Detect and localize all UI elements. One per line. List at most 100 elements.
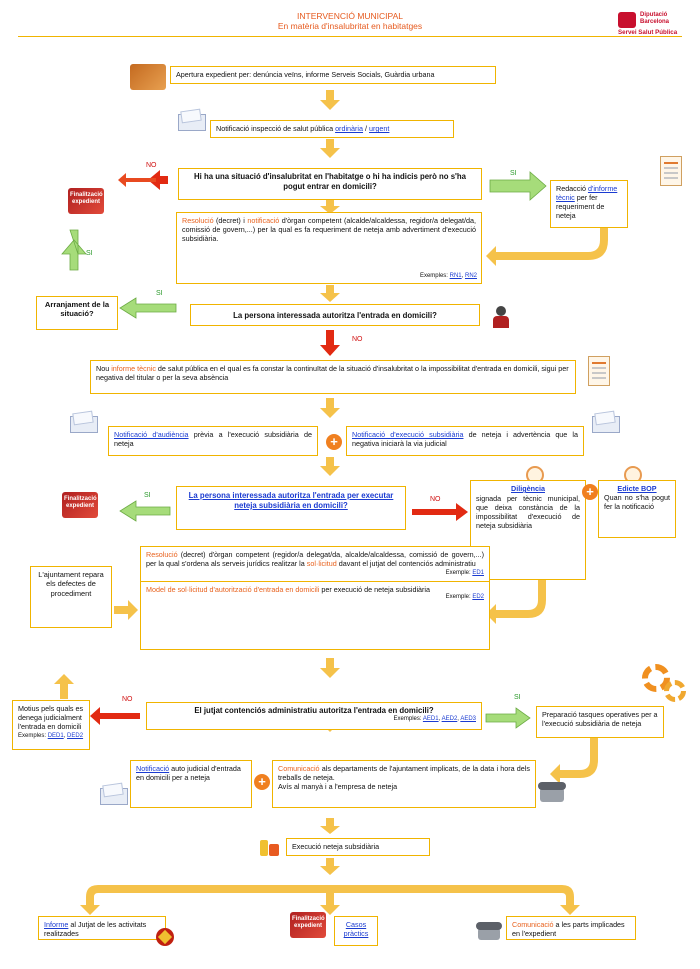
header-divider <box>18 36 682 37</box>
link-diligencia[interactable]: Diligència <box>511 484 545 493</box>
examples-label-1: Exemples: <box>419 272 450 279</box>
arranjament-text: Arranjament de la situació? <box>44 300 110 319</box>
edicte-text: Quan no s'ha pogut fer la notificació <box>604 493 670 511</box>
resolucio2-examples: Exemple: ED1 <box>146 570 484 578</box>
model-word: Model de sol·licitud d'autorització d'en… <box>146 584 320 594</box>
link-notificacio-execucio-subsidiaria[interactable]: Notificació d'execució subsidiària <box>352 430 464 439</box>
label-si-3: SI <box>156 290 163 297</box>
resolucio-rest: d'òrgan competent (alcalde/alcaldessa, r… <box>182 216 476 243</box>
link-urgent[interactable]: urgent <box>369 124 390 133</box>
comunicacio-word-1: Comunicació <box>278 764 320 773</box>
ex-label-aed: Exemples: <box>393 715 423 722</box>
question-jutjat-text: El jutjat contenciós administratiu autor… <box>194 706 434 715</box>
link-question-autoritza-neteja[interactable]: La persona interessada autoritza l'entra… <box>188 491 394 510</box>
link-informe-tecnic-1[interactable]: d'informe tècnic <box>556 184 618 202</box>
resolucio-examples: Exemples: RN1, RN2 <box>420 273 477 281</box>
diputacio-logo: Diputació Barcelona Servei Salut Pública <box>618 12 696 36</box>
question-insalubritat-text: Hi ha una situació d'insalubritat en l'h… <box>194 172 466 191</box>
title-sub: En matèria d'insalubritat en habitatges <box>277 20 423 31</box>
edicte-bop-box: Edicte BOP Quan no s'ha pogut fer la not… <box>598 480 676 538</box>
label-si-4: SI <box>144 492 151 499</box>
link-informe-jutjat[interactable]: Informe <box>44 920 69 929</box>
ex-sep-1: , <box>461 272 465 279</box>
telephone-icon <box>538 778 568 804</box>
preparacio-tasques: Preparació tasques operatives per a l'ex… <box>536 706 664 738</box>
link-rn2[interactable]: RN2 <box>464 272 477 279</box>
link-ed1[interactable]: ED1 <box>472 570 484 576</box>
question-jutjat-autoritza: El jutjat contenciós administratiu autor… <box>146 702 482 730</box>
jutjat-examples: Exemples: AED1, AED2, AED3 <box>152 716 476 724</box>
document-icon-1 <box>658 156 684 188</box>
sollicitud-word: sol·licitud <box>306 559 337 568</box>
resolucio-requeriment: Resolució (decret) i notificació d'òrgan… <box>176 212 482 284</box>
arranjament-situacio: Arranjament de la situació? <box>36 296 118 330</box>
link-edicte-bop[interactable]: Edicte BOP <box>617 484 657 493</box>
link-ded1[interactable]: DED1 <box>47 733 64 739</box>
redaccio-suffix: per fer requeriment de neteja <box>556 193 605 220</box>
nou-informe-rest: de salut pública en el qual es fa consta… <box>96 364 569 382</box>
link-notificacio-audiencia[interactable]: Notificació d'audiència <box>114 430 189 439</box>
label-no-1: NO <box>146 162 157 169</box>
plus-icon-3: + <box>254 774 270 790</box>
logo-line1: Diputació <box>640 12 668 18</box>
motius-denegacio: Motius pels quals es denega judicialment… <box>12 700 90 750</box>
ex-sep-ded: , <box>63 733 68 739</box>
folder-open-icon <box>128 58 168 92</box>
label-si-1: SI <box>510 170 517 177</box>
nou-prefix: Nou <box>96 364 112 373</box>
finalitzacio-label-2: Finalització expedient <box>64 496 97 509</box>
link-separator: / <box>363 124 370 133</box>
question-insalubritat: Hi ha una situació d'insalubritat en l'h… <box>178 168 482 200</box>
resolucio-sollicitud-group: Resolució (decret) d'òrgan competent (re… <box>140 546 490 650</box>
link-aed3[interactable]: AED3 <box>460 715 476 722</box>
nou-informe-tecnic: Nou informe tècnic de salut pública en e… <box>90 360 576 394</box>
motius-text: Motius pels quals es denega judicialment… <box>18 704 84 731</box>
notificacio-audiencia: Notificació d'audiència prèvia a l'execu… <box>108 426 318 456</box>
link-casos-practics[interactable]: Casos pràctics <box>343 920 369 938</box>
casos-practics: Casos pràctics <box>334 916 378 946</box>
cleaning-products-icon <box>258 836 282 858</box>
resolucio2-rest: (decret) d'òrgan competent (regidor/a de… <box>146 550 484 568</box>
divider <box>141 580 489 582</box>
execucio-neteja: Execució neteja subsidiària <box>286 838 430 856</box>
envelope-icon <box>178 108 208 132</box>
envelope-icon-2 <box>70 410 100 434</box>
finalitzacio-label-3: Finalització expedient <box>292 916 325 929</box>
notif-auto-rest: auto judicial d'entrada en domicili per … <box>136 764 241 782</box>
link-notificacio-auto[interactable]: Notificació <box>136 764 170 773</box>
gears-icon <box>640 660 688 704</box>
link-ed2[interactable]: ED2 <box>472 593 484 600</box>
resolucio-word: Resolució <box>182 216 214 225</box>
link-ordinaria[interactable]: ordinària <box>335 124 364 133</box>
notificacio-word: notificació <box>247 216 280 225</box>
finalitzacio-expedient-icon-2: Finalització expedient <box>60 486 100 520</box>
label-si-2: SI <box>86 250 93 257</box>
step-apertura-expedient: Apertura expedient per: denúncia veïns, … <box>170 66 496 84</box>
model-examples: Exemple: ED2 <box>146 594 484 602</box>
ajuntament-repara: L'ajuntament repara els defectes de proc… <box>30 566 112 628</box>
redaccio-prefix: Redacció <box>556 184 588 193</box>
step-apertura-text: Apertura expedient per: denúncia veïns, … <box>176 70 435 79</box>
execucio-text: Execució neteja subsidiària <box>292 842 380 851</box>
resolucio-mid: (decret) i <box>213 216 248 225</box>
link-rn1[interactable]: RN1 <box>449 272 462 279</box>
link-aed2[interactable]: AED2 <box>441 715 458 722</box>
finalitzacio-expedient-icon-3: Finalització expedient <box>288 906 328 940</box>
comunicacio1-rest: als departaments de l'ajuntament implica… <box>278 764 530 782</box>
telephone-icon-2 <box>476 918 504 942</box>
label-no-4: NO <box>122 696 133 703</box>
question-autoritza-neteja: La persona interessada autoritza l'entra… <box>176 486 406 530</box>
link-ded2[interactable]: DED2 <box>67 733 84 739</box>
notificacio-inspeccio-text: Notificació inspecció de salut pública <box>216 124 336 133</box>
envelope-icon-3 <box>592 410 622 434</box>
link-aed1[interactable]: AED1 <box>422 715 439 722</box>
ex-sep-aed-1: , <box>438 715 442 722</box>
logo-line2: Barcelona <box>640 18 670 25</box>
logo-sub: Servei Salut Pública <box>618 29 678 36</box>
ajuntament-text: L'ajuntament repara els defectes de proc… <box>38 570 104 598</box>
comunicacio-word-2: Comunicació <box>512 920 554 929</box>
question-autoritza-text: La persona interessada autoritza l'entra… <box>233 311 437 320</box>
court-seal-icon <box>154 926 176 948</box>
diligencia-text: signada per tècnic municipal, que deixa … <box>476 494 580 530</box>
motius-examples: Exemples: DED1, DED2 <box>18 733 84 741</box>
